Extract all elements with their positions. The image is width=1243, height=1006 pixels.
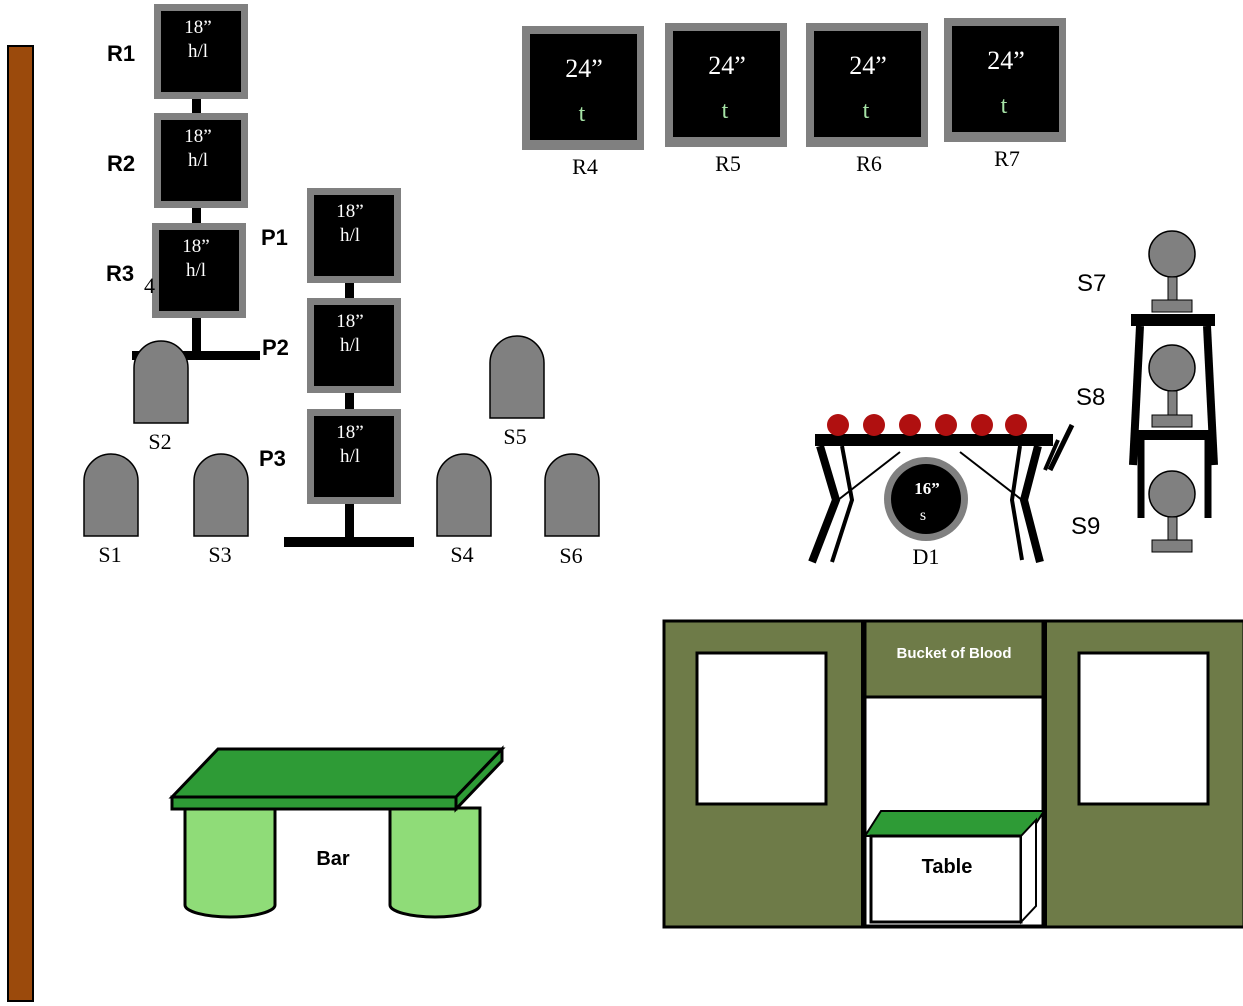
label-s5: S5 xyxy=(503,424,526,449)
bar xyxy=(168,745,506,919)
plate-ball xyxy=(827,414,849,436)
target-type-text: h/l xyxy=(340,225,360,246)
label-p1: P1 xyxy=(261,225,288,250)
target-size-text: 18” xyxy=(184,17,211,38)
building-window-left xyxy=(695,651,828,806)
target-type-text: t xyxy=(579,101,586,127)
target-type-text: t xyxy=(1001,93,1008,119)
plate-ball xyxy=(899,414,921,436)
table-label: Table xyxy=(922,856,973,878)
plate-ball xyxy=(1005,414,1027,436)
label-s4: S4 xyxy=(450,542,473,567)
target-r6: 24” t xyxy=(806,23,928,147)
silhouette-s6 xyxy=(544,453,600,537)
label-r7: R7 xyxy=(994,146,1020,171)
label-s2: S2 xyxy=(148,429,171,454)
steel-s8 xyxy=(1148,344,1196,428)
bar-label: Bar xyxy=(316,848,350,870)
target-p3: 18” h/l xyxy=(307,409,401,504)
plate-ball xyxy=(935,414,957,436)
plate-ball xyxy=(971,414,993,436)
label-r4: R4 xyxy=(572,154,598,179)
target-size-text: 24” xyxy=(708,51,746,80)
target-r3: 18” h/l xyxy=(152,223,246,318)
label-s7: S7 xyxy=(1077,270,1106,297)
building-window-right xyxy=(1077,651,1210,806)
target-size-text: 18” xyxy=(182,236,209,257)
wall xyxy=(7,45,34,1002)
label-p2: P2 xyxy=(262,335,289,360)
label-r6: R6 xyxy=(856,151,882,176)
target-size-text: 24” xyxy=(565,54,603,83)
label-s9: S9 xyxy=(1071,513,1100,540)
target-type-text: t xyxy=(863,98,870,124)
label-d1: D1 xyxy=(913,544,940,569)
building-sign: Bucket of Blood xyxy=(897,645,1012,662)
stray-mark: 4 xyxy=(144,273,155,298)
target-type-text: h/l xyxy=(340,446,360,467)
label-r5: R5 xyxy=(715,151,741,176)
target-r4: 24” t xyxy=(522,26,644,150)
plate-rack xyxy=(808,414,1075,564)
silhouette-s3 xyxy=(193,453,249,537)
target-type-text: t xyxy=(722,98,729,124)
label-s6: S6 xyxy=(559,543,582,568)
label-r2: R2 xyxy=(107,151,135,176)
plate-ball xyxy=(863,414,885,436)
label-s8: S8 xyxy=(1076,384,1105,411)
target-r2: 18” h/l xyxy=(154,113,248,208)
target-type-text: s xyxy=(920,507,926,524)
target-p1: 18” h/l xyxy=(307,188,401,283)
target-r7: 24” t xyxy=(944,18,1066,142)
label-s1: S1 xyxy=(98,542,121,567)
target-size-text: 18” xyxy=(336,311,363,332)
target-size-text: 18” xyxy=(336,422,363,443)
label-s3: S3 xyxy=(208,542,231,567)
steel-s9 xyxy=(1148,470,1196,553)
target-type-text: h/l xyxy=(188,41,208,62)
target-size-text: 24” xyxy=(987,46,1025,75)
silhouette-s5 xyxy=(489,335,545,419)
label-r3: R3 xyxy=(106,261,134,286)
silhouette-s2 xyxy=(133,340,189,424)
target-type-text: h/l xyxy=(186,260,206,281)
target-d1: 16” s xyxy=(884,457,968,541)
target-p2: 18” h/l xyxy=(307,298,401,393)
building xyxy=(662,619,1243,929)
target-type-text: h/l xyxy=(340,335,360,356)
target-r1: 18” h/l xyxy=(154,4,248,99)
target-size-text: 18” xyxy=(184,126,211,147)
silhouette-s1 xyxy=(83,453,139,537)
target-r5: 24” t xyxy=(665,23,787,147)
p-stand xyxy=(284,275,414,547)
target-size-text: 16” xyxy=(914,479,940,498)
target-size-text: 18” xyxy=(336,201,363,222)
steel-tower xyxy=(1129,314,1218,518)
label-p3: P3 xyxy=(259,446,286,471)
label-r1: R1 xyxy=(107,41,135,66)
target-type-text: h/l xyxy=(188,150,208,171)
steel-s7 xyxy=(1148,230,1196,313)
target-size-text: 24” xyxy=(849,51,887,80)
table xyxy=(863,810,1046,925)
silhouette-s4 xyxy=(436,453,492,537)
